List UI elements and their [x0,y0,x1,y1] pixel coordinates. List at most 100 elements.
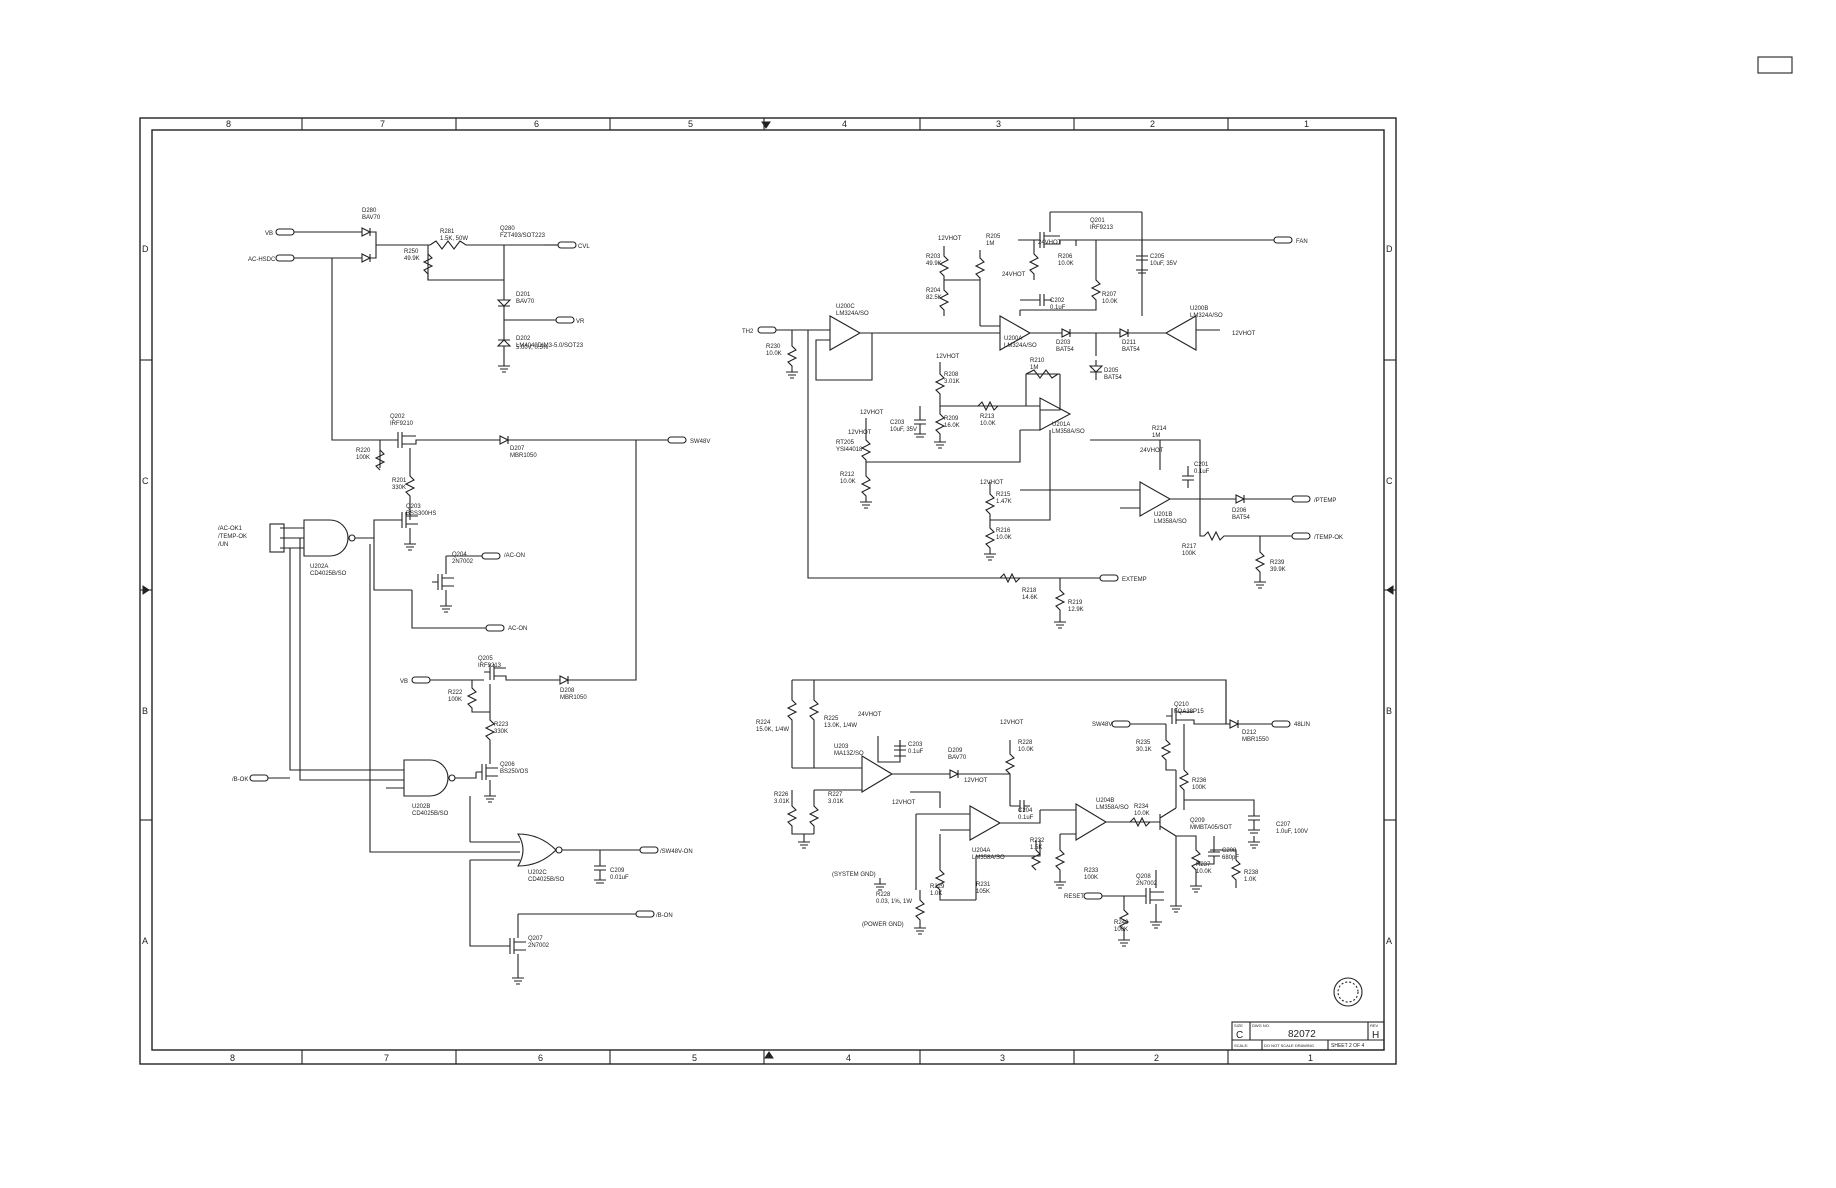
zone-right-B: B [1386,706,1392,716]
zone-top-7: 7 [380,119,385,129]
center-arrow-left [142,585,150,595]
title-size-label: SIZE [1234,1023,1243,1028]
part-ref-q207: Q207 [528,936,543,942]
part-ref-u202a: U202A [310,564,328,570]
part-ref-d207: D207 [510,446,525,452]
port-ac-hsdc: AC-HSDC [248,257,276,263]
port-jtemp-ok: /TEMP-OK [218,534,247,540]
part-value-c205: 10uF, 35V [1150,261,1177,267]
block-48v-output [786,679,1291,947]
part-ref-r228: R228 [1018,740,1033,746]
part-ref-r208: R208 [944,372,959,378]
zone-right-D: D [1386,244,1393,254]
port-vb: VB [265,231,273,237]
port-jun: /UN [218,542,228,548]
part-value-r228: 10.0K [1018,747,1034,753]
zone-bottom-7: 7 [384,1053,389,1063]
part-ref-r206: R206 [1058,254,1073,260]
part-value-r219: 12.9K [1068,607,1084,613]
port-extemp: EXTEMP [1122,577,1147,583]
part-value-r214: 1M [1152,433,1160,439]
port-fan: FAN [1296,239,1308,245]
part-ref-u200c: U200C [836,304,855,310]
part-ref-r237: R237 [1196,862,1211,868]
center-arrow-bottom [764,1051,774,1059]
part-value-r228b: 0.03, 1%, 1W [876,899,912,905]
part-ref-r235: R235 [1136,740,1151,746]
part-ref-q208: Q208 [1136,874,1151,880]
rail-12vhot-d: 12VHOT [860,410,884,416]
port-power-gnd: (POWER GND) [862,922,904,928]
part-value-r204: 82.5K [926,295,942,301]
title-scale-label: SCALE: [1234,1043,1248,1048]
part-value-r236: 100K [1192,785,1206,791]
port-ptemp: /PTEMP [1314,498,1336,504]
part-value-q205: IRF9213 [478,663,502,669]
part-ref-c205: C205 [1150,254,1165,260]
rail-12vhot-g: 12VHOT [964,778,988,784]
part-value-rt205: YSI44018 [836,447,863,453]
port-ac-on: AC-ON [508,626,527,632]
part-ref-r232: R232 [1030,838,1045,844]
port-reset: RESET [1064,894,1084,900]
part-ref-r234: R234 [1134,804,1149,810]
part-ref-r210: R210 [1030,358,1045,364]
part-value-q204: 2N7002 [452,559,474,565]
part-value-r209: 16.0K [944,423,960,429]
port-jtemp-ok-r: /TEMP-OK [1314,535,1343,541]
title-rev: H [1372,1030,1379,1041]
part-value-r207: 10.0K [1102,299,1118,305]
part-value-r224: 15.0K, 1/4W [756,727,789,733]
part-ref-d211: D211 [1122,340,1137,346]
port-jsw48v-on: /SW48V-ON [660,849,693,855]
part-ref-q203: Q203 [406,504,421,510]
part-ref-d212: D212 [1242,730,1257,736]
part-ref-r219: R219 [1068,600,1083,606]
part-ref-c202: C202 [1050,298,1065,304]
part-value-r217: 100K [1182,551,1196,557]
title-size: C [1236,1030,1243,1041]
part-ref-r205: R205 [986,234,1001,240]
block-thermal-fan [757,211,1311,629]
part-ref-r209: R209 [944,416,959,422]
part-value-c203b: 0.1uF [908,749,924,755]
part-ref-u201b: U201B [1154,512,1172,518]
part-ref-r227: R227 [828,792,843,798]
part-ref-q205: Q205 [478,656,493,662]
part-ref-d205: D205 [1104,368,1119,374]
part-value-r206: 10.0K [1058,261,1074,267]
part-ref-u202b: U202B [412,804,430,810]
part-ref-r216: R216 [996,528,1011,534]
part-value-d208: MBR1050 [560,695,587,701]
part-value-q207: 2N7002 [528,943,550,949]
rail-24vhot-b: 24VHOT [1038,240,1062,246]
part-value-c204: 0.1uF [1018,815,1034,821]
part-value-q209: MMBTA05/SOT [1190,825,1232,831]
part-ref-r230: R230 [766,344,781,350]
port-jb-on: /B-ON [656,913,673,919]
part-ref-r204: R204 [926,288,941,294]
part-ref-u204b: U204B [1096,798,1114,804]
part-value-r223: 330K [494,729,508,735]
part-ref-c208: C208 [1222,848,1237,854]
port-jac-ok1: /AC-OK1 [218,526,243,532]
rail-12vhot-a: 12VHOT [938,236,962,242]
part-value-r205: 1M [986,241,994,247]
part-ref-d208: D208 [560,688,575,694]
part-value-u200b: LM324A/SO [1190,313,1223,319]
part-ref-r238: R238 [1244,870,1259,876]
part-ref-q210: Q210 [1174,702,1189,708]
part-ref-u200b: U200B [1190,306,1208,312]
part-ref-u202c: U202C [528,870,547,876]
zone-bottom-3: 3 [1000,1053,1005,1063]
part-ref-q206: Q206 [500,762,515,768]
part-value-u204a: LM358A/SO [972,855,1005,861]
zone-top-8: 8 [226,119,231,129]
part-value-c209: 0.01uF [610,875,629,881]
zone-bottom-6: 6 [538,1053,543,1063]
part-value-r233: 100K [1084,875,1098,881]
part-value-r239: 39.9K [1270,567,1286,573]
zone-right-A: A [1386,936,1392,946]
part-ref-r203: R203 [926,254,941,260]
